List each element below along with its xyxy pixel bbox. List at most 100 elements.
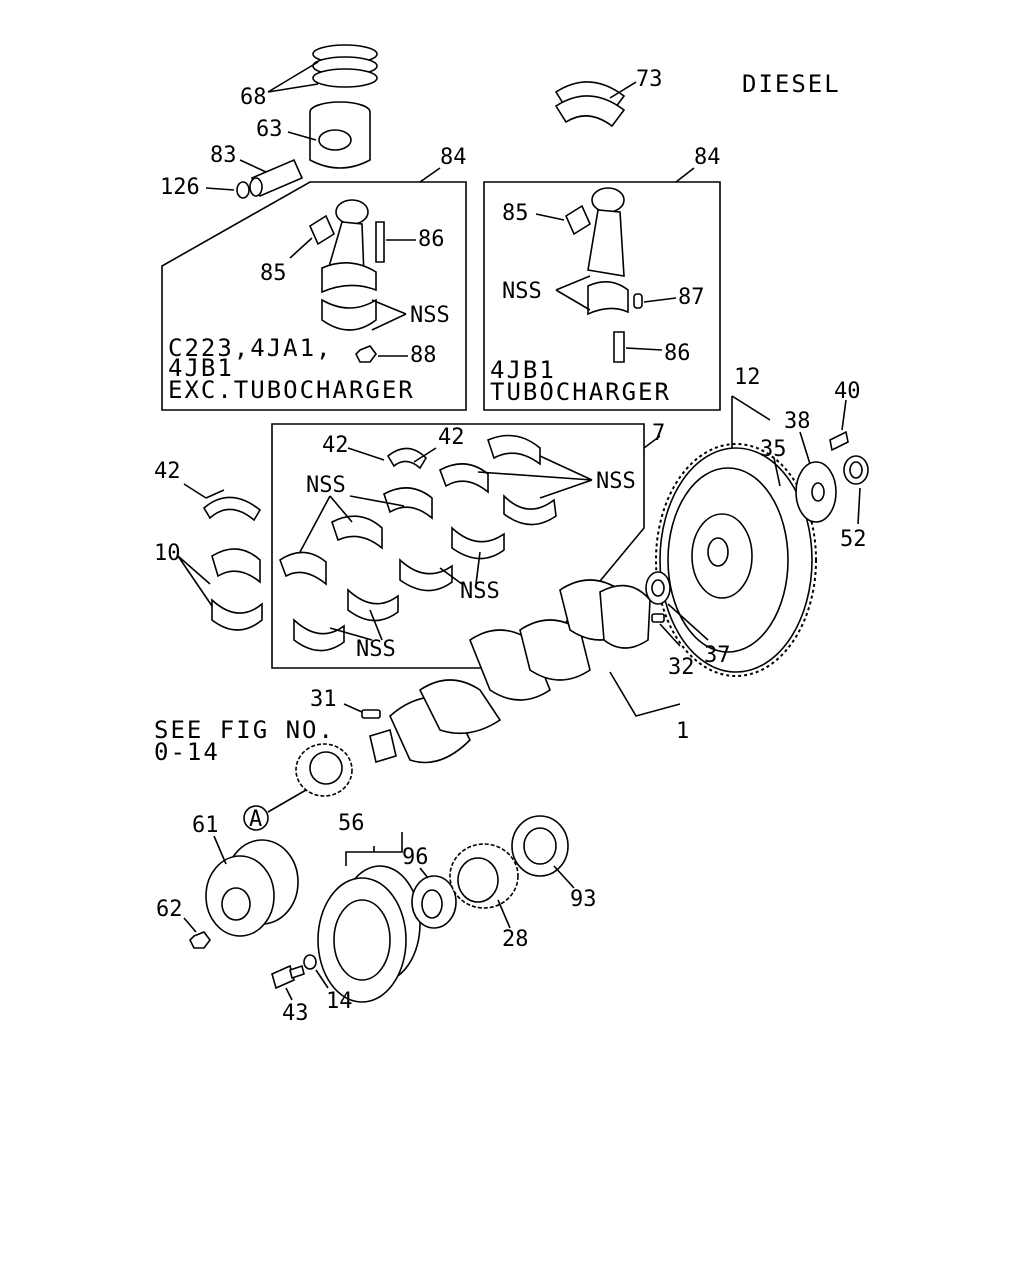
callout-12: 12: [734, 365, 761, 390]
nss-label-rod-a: NSS: [410, 303, 450, 328]
nss-label-main-a: NSS: [596, 469, 636, 494]
callout-88: 88: [410, 343, 437, 368]
rod-bolt-part-a[interactable]: [375, 221, 385, 263]
callout-42a: 42: [322, 433, 349, 458]
leader-126: [205, 187, 235, 191]
piston-part[interactable]: [309, 101, 371, 169]
leader-42c: [183, 483, 225, 499]
main-bearing-set[interactable]: [279, 434, 557, 652]
callout-38: 38: [784, 409, 811, 434]
nss-label-main-b: NSS: [306, 473, 346, 498]
crankshaft-part[interactable]: [369, 579, 651, 764]
callout-32: 32: [668, 655, 695, 680]
flywheel-plate-part[interactable]: [795, 461, 837, 523]
leader-nss-main-d: [329, 609, 383, 641]
callout-126: 126: [160, 175, 200, 200]
pulley-nut-part[interactable]: [189, 931, 211, 949]
snap-ring-part[interactable]: [236, 181, 250, 199]
callout-84b: 84: [694, 145, 721, 170]
callout-86b: 86: [664, 341, 691, 366]
callout-40: 40: [834, 379, 861, 404]
box-left-line1: C223,4JA1,: [168, 334, 333, 362]
rod-nut-part[interactable]: [355, 345, 377, 363]
reference-marker-a[interactable]: A: [243, 805, 269, 832]
callout-87: 87: [678, 285, 705, 310]
leader-63: [287, 131, 317, 141]
pilot-bearing-part[interactable]: [645, 571, 671, 605]
rod-bushing-part-a[interactable]: [308, 214, 336, 246]
callout-63: 63: [256, 117, 283, 142]
leader-73: [609, 81, 637, 99]
connecting-rod-turbo[interactable]: [587, 187, 629, 316]
oil-seal-part[interactable]: [411, 875, 457, 929]
rod-dowel-part[interactable]: [633, 293, 643, 309]
crank-gear-part[interactable]: [449, 843, 519, 909]
pulley-bolt-part[interactable]: [271, 964, 305, 990]
crank-pulley-part[interactable]: [205, 839, 299, 937]
washer-part[interactable]: [303, 954, 317, 970]
thrust-washer-part[interactable]: [554, 81, 626, 128]
oil-slinger-part[interactable]: [511, 815, 569, 877]
pilot-bushing-part[interactable]: [843, 455, 869, 485]
callout-52: 52: [840, 527, 867, 552]
crank-gear-front-part[interactable]: [295, 743, 353, 797]
callout-62: 62: [156, 897, 183, 922]
leader-12: [731, 395, 771, 448]
leader-43: [285, 987, 293, 1001]
box-left-line3: EXC.TUBOCHARGER: [168, 376, 415, 404]
leader-84b: [675, 167, 695, 183]
leader-85a: [289, 237, 313, 259]
leader-35: [773, 457, 781, 487]
leader-37: [667, 603, 709, 641]
callout-42b: 42: [438, 425, 465, 450]
leader-83: [239, 159, 267, 173]
box-non-turbo: [161, 181, 467, 411]
callout-68: 68: [240, 85, 267, 110]
box-left-line2: 4JB1: [168, 354, 234, 382]
reference-line2: 0-14: [154, 738, 220, 766]
leader-85b: [535, 213, 565, 221]
callout-1: 1: [676, 719, 689, 744]
flywheel-part[interactable]: [655, 443, 817, 677]
thrust-bearing-part[interactable]: [202, 496, 263, 631]
piston-pin-part[interactable]: [249, 158, 304, 198]
callout-28: 28: [502, 927, 529, 952]
leader-14: [315, 969, 329, 989]
piston-rings-part[interactable]: [312, 44, 378, 88]
leader-68: [267, 61, 319, 93]
leader-62: [183, 917, 197, 933]
leader-nss-rod-a: [371, 299, 407, 331]
nss-label-main-c: NSS: [460, 579, 500, 604]
leader-61: [213, 835, 227, 865]
dowel-pin-part[interactable]: [651, 613, 665, 623]
leader-56: [345, 832, 403, 866]
crank-key-part[interactable]: [361, 709, 381, 719]
rod-bolt-part-b[interactable]: [613, 331, 625, 363]
callout-93: 93: [570, 887, 597, 912]
callout-86a: 86: [418, 227, 445, 252]
leader-a: [267, 789, 307, 813]
leader-31: [343, 703, 363, 713]
callout-14: 14: [326, 989, 353, 1014]
damper-pulley-part[interactable]: [317, 865, 421, 1003]
leader-96: [419, 867, 429, 879]
connecting-rod-non-turbo[interactable]: [321, 199, 377, 331]
flywheel-bolt-part[interactable]: [829, 430, 849, 452]
callout-85a: 85: [260, 261, 287, 286]
leader-nss-main-b: [299, 495, 405, 553]
leader-32: [659, 623, 681, 647]
callout-7: 7: [652, 421, 665, 446]
engine-label: DIESEL: [742, 70, 841, 98]
callout-43: 43: [282, 1001, 309, 1026]
nss-label-main-d: NSS: [356, 637, 396, 662]
leader-52: [857, 487, 861, 525]
leader-40: [841, 399, 847, 431]
svg-text:A: A: [249, 807, 262, 832]
leader-87: [643, 297, 677, 303]
callout-56: 56: [338, 811, 365, 836]
leader-10: [177, 555, 213, 607]
rod-bushing-part-b[interactable]: [564, 204, 592, 236]
leader-28: [497, 899, 511, 929]
